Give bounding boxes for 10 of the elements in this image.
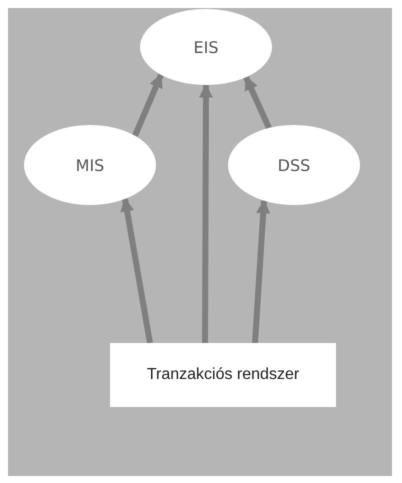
arrow (198, 84, 213, 344)
arrow (120, 198, 153, 344)
node-label: Tranzakciós rendszer (146, 366, 300, 384)
node-label: DSS (278, 156, 310, 174)
node-label: MIS (76, 156, 104, 174)
arrow (132, 74, 164, 137)
arrow (243, 76, 272, 130)
node-label: EIS (194, 38, 218, 56)
arrow (252, 199, 270, 344)
process-box (110, 343, 336, 407)
